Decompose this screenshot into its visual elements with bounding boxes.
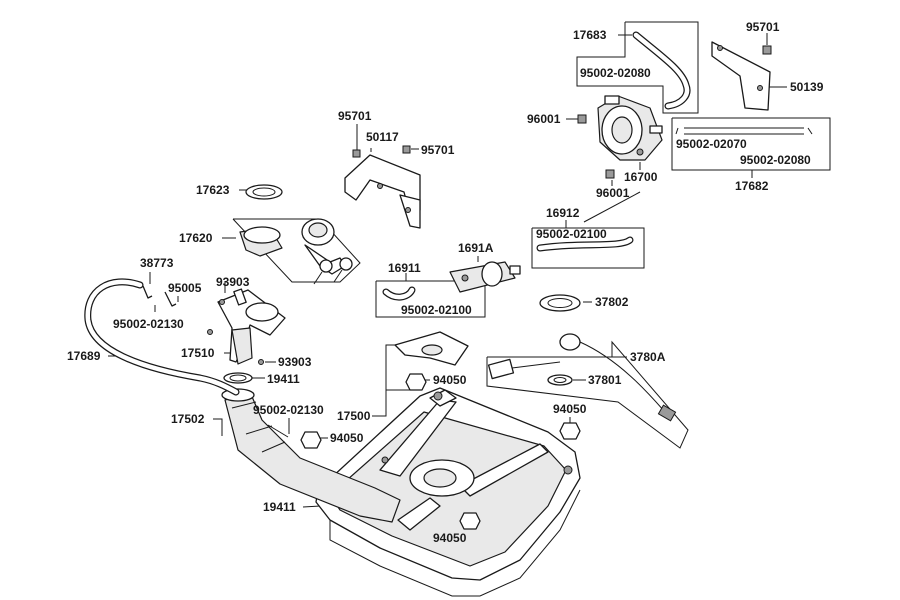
label-94050-b: 94050: [553, 402, 587, 416]
label-3780A: 3780A: [630, 350, 666, 364]
label-16700: 16700: [624, 170, 658, 184]
bolts-95701-middle-drawing: [352, 145, 411, 158]
label-95701-mid-right: 95701: [421, 143, 455, 157]
label-93903-bottom: 93903: [278, 355, 312, 369]
fuel-filter-1691A-drawing: [449, 261, 521, 293]
gasket-17623-drawing: [245, 184, 283, 200]
hose-16912-drawing: [536, 236, 634, 252]
label-95002-02100-a: 95002-02100: [536, 227, 607, 241]
label-95002-02080-a: 95002-02080: [580, 66, 651, 80]
label-94050-a: 94050: [433, 373, 467, 387]
nuts-94050-drawing: [300, 373, 581, 530]
tank-flange-drawing: [394, 331, 469, 366]
fuel-tank-17500-drawing: [315, 387, 581, 597]
label-17683: 17683: [573, 28, 607, 42]
clamps-38773-95005-drawing: [142, 285, 213, 335]
label-37801: 37801: [588, 373, 622, 387]
label-96001-b: 96001: [596, 186, 630, 200]
label-95002-02080-b: 95002-02080: [740, 153, 811, 167]
label-17689: 17689: [67, 349, 101, 363]
label-16912: 16912: [546, 206, 580, 220]
label-50139: 50139: [790, 80, 824, 94]
label-95002-02130-a: 95002-02130: [113, 317, 184, 331]
hose-17683-drawing: [632, 31, 691, 110]
seal-37801-drawing: [547, 374, 573, 386]
label-17500: 17500: [337, 409, 371, 423]
label-17620: 17620: [179, 231, 213, 245]
label-95005: 95005: [168, 281, 202, 295]
label-37802: 37802: [595, 295, 629, 309]
fuel-pump-16700-drawing: [597, 95, 663, 161]
fuel-sender-3780A-drawing: [487, 333, 677, 422]
label-95701-mid-left: 95701: [338, 109, 372, 123]
label-38773: 38773: [140, 256, 174, 270]
label-19411-top: 19411: [267, 372, 300, 386]
label-50117: 50117: [366, 130, 399, 144]
label-17682: 17682: [735, 179, 769, 193]
label-93903-top: 93903: [216, 275, 250, 289]
label-17510: 17510: [181, 346, 215, 360]
filler-seat-17510-drawing: [217, 288, 286, 365]
hose-17682-drawing: [675, 127, 813, 135]
label-1691A: 1691A: [458, 241, 494, 255]
label-17623: 17623: [196, 183, 230, 197]
part-labels: 17683 95701 50139 95002-02080 96001 9500…: [67, 20, 824, 545]
bracket-50139-drawing: [711, 41, 772, 111]
label-95002-02130-b: 95002-02130: [253, 403, 324, 417]
lock-ring-37802-drawing: [539, 294, 581, 312]
label-19411-bottom: 19411: [263, 500, 296, 514]
label-16911: 16911: [388, 261, 421, 275]
label-95002-02100-b: 95002-02100: [401, 303, 472, 317]
label-94050-c: 94050: [330, 431, 364, 445]
label-95701-top: 95701: [746, 20, 780, 34]
label-94050-d: 94050: [433, 531, 467, 545]
seal-19411-drawing: [223, 372, 253, 384]
label-17502: 17502: [171, 412, 205, 426]
label-96001-a: 96001: [527, 112, 561, 126]
fuel-cap-17620-drawing: [239, 218, 353, 285]
label-95002-02070: 95002-02070: [676, 137, 747, 151]
bracket-50117-drawing: [344, 154, 421, 229]
bolts-96001-drawing: [577, 114, 615, 179]
breather-hose-17689-drawing: [84, 278, 240, 396]
hose-16911-drawing: [382, 286, 416, 301]
